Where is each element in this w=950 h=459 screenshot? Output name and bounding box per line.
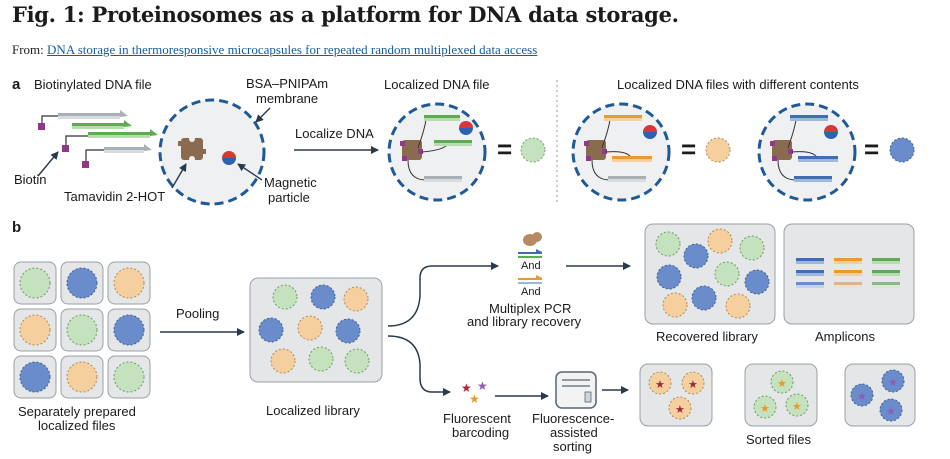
localized-proteinosome-orange — [571, 102, 671, 202]
fas-label-1: Fluorescence- — [532, 411, 614, 426]
source-article-link[interactable]: DNA storage in thermoresponsive microcap… — [47, 42, 538, 57]
panel-a-letter: a — [12, 76, 21, 93]
membrane-label-2: membrane — [256, 91, 318, 106]
proteinosome-circle — [158, 98, 266, 206]
biotin-marker — [38, 123, 45, 130]
barcoding-branch-arrow — [387, 335, 451, 396]
tamavidin-protein — [178, 136, 206, 162]
blue-file-symbol — [889, 137, 915, 163]
svg-text:★: ★ — [461, 381, 472, 395]
multiplex-pcr-label-1: Multiplex PCR — [489, 301, 571, 316]
svg-text:★: ★ — [477, 379, 488, 393]
localized-proteinosome-green — [387, 102, 487, 202]
fluorescent-label-1: Fluorescent — [443, 411, 511, 426]
panel-b-letter: b — [12, 219, 21, 236]
equals-sign: = — [681, 134, 696, 164]
fas-label-3: sorting — [553, 439, 592, 454]
membrane-label-1: BSA–PNIPAm — [246, 76, 328, 91]
multiplex-pcr-label-2: and library recovery — [467, 314, 582, 329]
and-label-1: And — [521, 260, 541, 272]
figure-source: From: DNA storage in thermoresponsive mi… — [12, 42, 537, 58]
svg-text:★: ★ — [886, 406, 896, 418]
svg-text:★: ★ — [688, 379, 698, 391]
magnetic-label-2: particle — [268, 190, 310, 205]
orange-file-symbol — [705, 137, 731, 163]
pooling-label: Pooling — [176, 306, 219, 321]
magnetic-particle — [222, 151, 236, 165]
localized-proteinosome-blue — [757, 102, 857, 202]
magnetic-label-1: Magnetic — [264, 175, 317, 190]
amplicons-label: Amplicons — [815, 329, 875, 344]
and-label-2: And — [521, 286, 541, 298]
biotinylated-dna-strands — [41, 110, 158, 166]
equals-sign: = — [497, 134, 512, 164]
amplicons-box — [783, 223, 915, 325]
svg-text:★: ★ — [857, 391, 867, 403]
separately-prepared-label-1: Separately prepared — [18, 404, 136, 419]
localized-library-label: Localized library — [266, 403, 360, 418]
localized-files-different-label: Localized DNA files with different conte… — [617, 77, 859, 92]
biotinylated-dna-file-label: Biotinylated DNA file — [34, 77, 152, 92]
svg-text:★: ★ — [760, 403, 770, 415]
svg-text:★: ★ — [888, 377, 898, 389]
svg-text:★: ★ — [792, 401, 802, 413]
sorter-device-icon — [555, 371, 597, 409]
biotin-marker — [82, 161, 89, 168]
sorted-file-purple: ★ ★ ★ — [844, 363, 916, 427]
pcr-branch-arrow — [387, 262, 499, 327]
pcr-primers-icon — [518, 232, 542, 284]
fluorescent-stars-icon: ★ ★ ★ — [461, 379, 488, 406]
green-file-symbol — [520, 137, 546, 163]
svg-text:★: ★ — [675, 404, 685, 416]
localize-dna-label: Localize DNA — [295, 126, 374, 141]
separate-files-grid — [13, 261, 151, 399]
sorted-file-red: ★ ★ ★ — [639, 363, 713, 427]
sorted-files-label: Sorted files — [746, 432, 812, 447]
biotin-label: Biotin — [14, 172, 47, 187]
biotin-marker — [62, 145, 69, 152]
svg-text:★: ★ — [777, 378, 787, 390]
svg-text:★: ★ — [469, 392, 480, 406]
sorted-file-orange: ★ ★ ★ — [744, 363, 818, 427]
figure-title: Fig. 1: Proteinosomes as a platform for … — [12, 2, 679, 27]
from-label: From: — [12, 42, 44, 57]
svg-text:★: ★ — [655, 379, 665, 391]
fluorescent-label-2: barcoding — [452, 425, 509, 440]
tamavidin-label: Tamavidin 2-HOT — [64, 189, 165, 204]
localized-library-box — [249, 277, 383, 383]
recovered-library-label: Recovered library — [656, 329, 758, 344]
equals-sign: = — [864, 134, 879, 164]
recovered-library-box — [644, 223, 776, 325]
separately-prepared-label-2: localized files — [38, 418, 116, 433]
localized-dna-file-label: Localized DNA file — [384, 77, 490, 92]
fas-label-2: assisted — [550, 425, 598, 440]
